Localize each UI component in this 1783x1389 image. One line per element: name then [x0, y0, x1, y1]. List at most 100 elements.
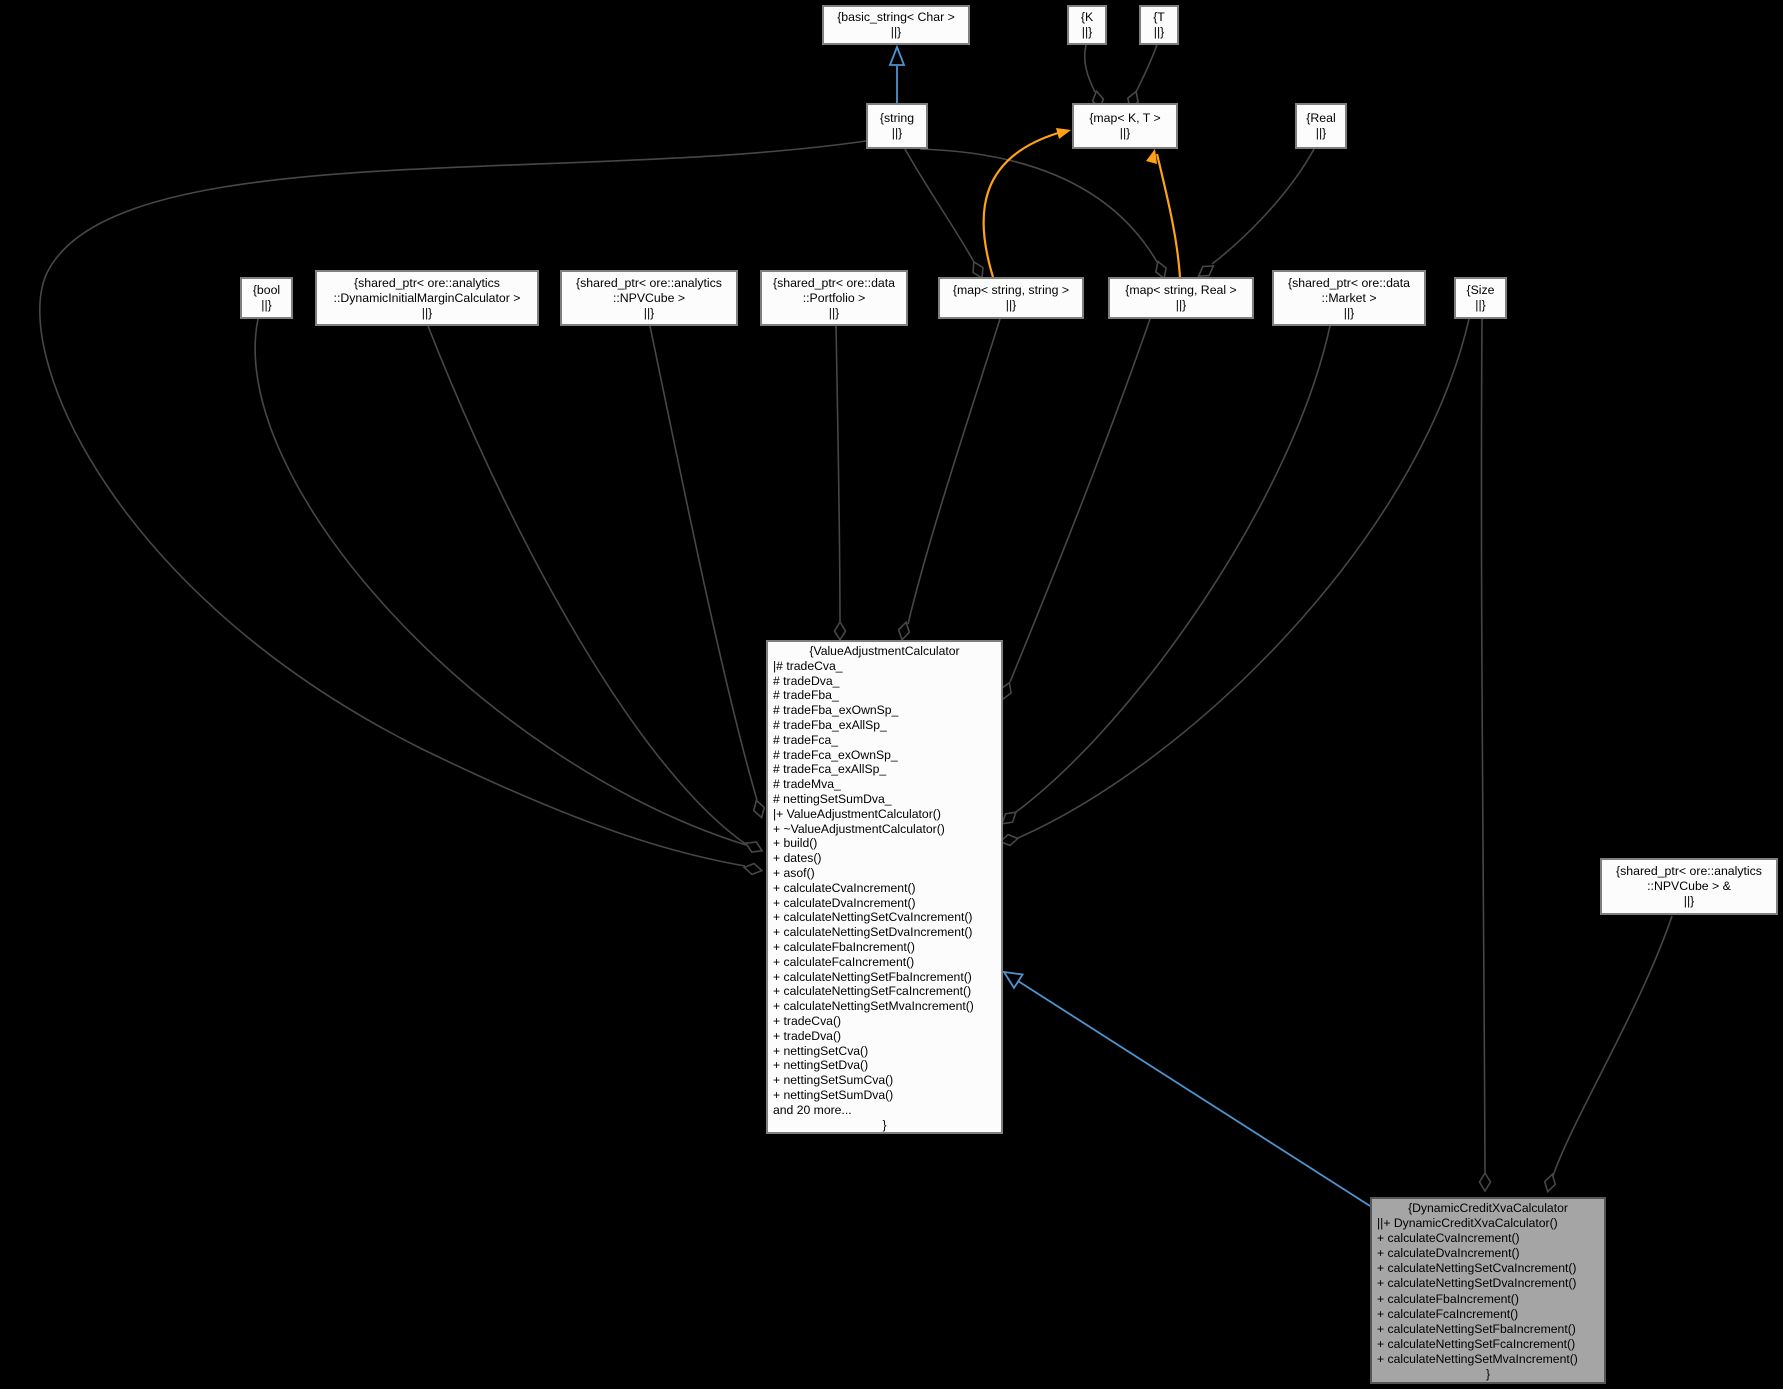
- node-line: {map< string, Real >: [1125, 283, 1237, 297]
- node-line: + nettingSetDva(): [773, 1058, 869, 1073]
- node-line: {K: [1080, 10, 1094, 24]
- node-line: ||}: [261, 298, 272, 312]
- node-market[interactable]: {shared_ptr< ore::data::Market >||}: [1272, 270, 1426, 326]
- node-map-string-string[interactable]: {map< string, string >||}: [938, 277, 1084, 319]
- node-bool[interactable]: {bool||}: [240, 277, 293, 319]
- node-line: + tradeCva(): [773, 1013, 842, 1028]
- node-value-adjustment-calculator[interactable]: {ValueAdjustmentCalculator|# tradeCva_# …: [766, 640, 1003, 1134]
- node-line: {DynamicCreditXvaCalculator: [1408, 1201, 1568, 1215]
- edge-mapstringreal-to-mapkt: [1155, 153, 1182, 278]
- node-line: {basic_string< Char >: [837, 10, 955, 24]
- node-npv-cube[interactable]: {shared_ptr< ore::analytics::NPVCube >||…: [560, 270, 738, 326]
- diamond-dcxc-size: [1478, 1171, 1492, 1193]
- diamond-dcxc-npvcuberef: [1543, 1172, 1557, 1194]
- node-line: ||}: [1343, 305, 1355, 320]
- node-t[interactable]: {T||}: [1139, 5, 1179, 45]
- node-npv-cube-ref[interactable]: {shared_ptr< ore::analytics::NPVCube > &…: [1600, 858, 1778, 915]
- edge-size-to-dcxc: [1480, 318, 1486, 1175]
- node-line: ||}: [421, 305, 433, 320]
- edge-mapstringstring-to-mapkt: [982, 131, 1059, 278]
- node-line: ||}: [643, 305, 655, 320]
- node-line: ||}: [1153, 25, 1165, 39]
- node-line: + calculateFcaIncrement(): [773, 954, 915, 969]
- diamond-vac-string: [742, 862, 764, 876]
- node-line: # tradeFba_: [773, 688, 839, 703]
- node-line: {string: [879, 111, 915, 125]
- node-line: + nettingSetSumCva(): [773, 1073, 894, 1088]
- node-line: {shared_ptr< ore::data: [1287, 275, 1411, 290]
- node-line: {map< K, T >: [1089, 111, 1161, 125]
- node-line: }: [882, 1117, 887, 1132]
- node-line: # tradeDva_: [773, 673, 840, 688]
- edge-string-to-mapstringreal: [919, 148, 1158, 263]
- node-size[interactable]: {Size||}: [1454, 277, 1507, 319]
- node-line: + calculateDvaIncrement(): [1377, 1246, 1520, 1261]
- edge-mapstringreal-to-vac: [1009, 318, 1151, 683]
- node-line: + calculateNettingSetFcaIncrement(): [773, 984, 972, 999]
- node-line: {Size: [1466, 283, 1495, 297]
- node-line: + calculateFbaIncrement(): [1377, 1291, 1519, 1306]
- node-line: ||+ DynamicCreditXvaCalculator(): [1377, 1216, 1558, 1231]
- node-line: + dates(): [773, 851, 822, 866]
- arrowhead-inherit-basicstring: [888, 44, 906, 66]
- node-line: + calculateCvaIncrement(): [1377, 1231, 1520, 1246]
- node-map-string-real[interactable]: {map< string, Real >||}: [1108, 277, 1254, 319]
- node-line: + build(): [773, 836, 818, 851]
- edge-string-loop-to-vac: [39, 140, 867, 867]
- node-line: ||}: [1175, 298, 1187, 312]
- node-line: {Real: [1306, 111, 1336, 125]
- node-line: ||}: [1475, 298, 1486, 312]
- edge-npvcube-to-vac: [649, 325, 758, 801]
- node-dynamic-credit-xva-calculator[interactable]: {DynamicCreditXvaCalculator||+ DynamicCr…: [1370, 1197, 1606, 1384]
- edge-bool-to-vac: [254, 318, 747, 846]
- node-line: ||}: [891, 126, 903, 140]
- node-line: + calculateNettingSetFcaIncrement(): [1377, 1336, 1576, 1351]
- node-line: + calculateFcaIncrement(): [1377, 1306, 1519, 1321]
- node-line: + asof(): [773, 865, 815, 880]
- node-line: # nettingSetSumDva_: [773, 791, 892, 806]
- node-basic-string[interactable]: {basic_string< Char >||}: [822, 5, 970, 45]
- node-string[interactable]: {string||}: [866, 103, 928, 149]
- node-line: ::NPVCube >: [612, 290, 686, 305]
- node-line: + ~ValueAdjustmentCalculator(): [773, 821, 945, 836]
- edge-k-to-mapkt: [1083, 44, 1096, 93]
- node-dynamic-initial-margin-calculator[interactable]: {shared_ptr< ore::analytics::DynamicInit…: [315, 270, 539, 326]
- node-portfolio[interactable]: {shared_ptr< ore::data::Portfolio >||}: [760, 270, 908, 326]
- diamond-vac-mapss: [897, 620, 911, 642]
- node-line: ||}: [1315, 126, 1327, 140]
- node-line: ::DynamicInitialMarginCalculator >: [333, 290, 521, 305]
- edge-market-to-vac: [1015, 325, 1331, 813]
- edge-dcxc-to-vac: [1017, 980, 1371, 1207]
- node-map-k-t[interactable]: {map< K, T >||}: [1072, 103, 1178, 149]
- edge-real-to-mapstringreal: [1211, 148, 1315, 265]
- node-line: + calculateCvaIncrement(): [773, 880, 916, 895]
- arrowhead-orange-mapkt-left: [1056, 128, 1071, 139]
- arrowhead-inherit-vac: [1002, 970, 1025, 990]
- node-line: {shared_ptr< ore::analytics: [576, 275, 722, 290]
- node-line: |# tradeCva_: [773, 658, 843, 673]
- node-line: ||}: [1119, 126, 1131, 140]
- edge-mapstringstring-to-vac: [907, 318, 1001, 625]
- node-line: |+ ValueAdjustmentCalculator(): [773, 806, 941, 821]
- edge-string-to-mapstringstring: [904, 148, 975, 263]
- node-line: ::Portfolio >: [802, 290, 866, 305]
- node-line: ||}: [1081, 25, 1093, 39]
- node-line: ||}: [1683, 894, 1695, 908]
- node-line: ||}: [1005, 298, 1017, 312]
- node-line: + calculateNettingSetMvaIncrement(): [773, 999, 974, 1014]
- edge-portfolio-to-vac: [835, 325, 841, 625]
- node-real[interactable]: {Real||}: [1295, 103, 1347, 149]
- node-k[interactable]: {K||}: [1067, 5, 1107, 45]
- node-line: + calculateNettingSetFbaIncrement(): [773, 969, 972, 984]
- node-line: {shared_ptr< ore::analytics: [1616, 864, 1762, 878]
- edge-t-to-mapkt: [1135, 44, 1158, 93]
- node-line: }: [1485, 1367, 1491, 1382]
- node-line: + tradeDva(): [773, 1028, 842, 1043]
- node-line: # tradeFba_exOwnSp_: [773, 703, 899, 718]
- node-line: {T: [1153, 10, 1165, 24]
- node-line: ::Market >: [1321, 290, 1377, 305]
- arrowhead-orange-mapkt-bottom: [1146, 149, 1157, 164]
- node-line: # tradeFca_: [773, 732, 839, 747]
